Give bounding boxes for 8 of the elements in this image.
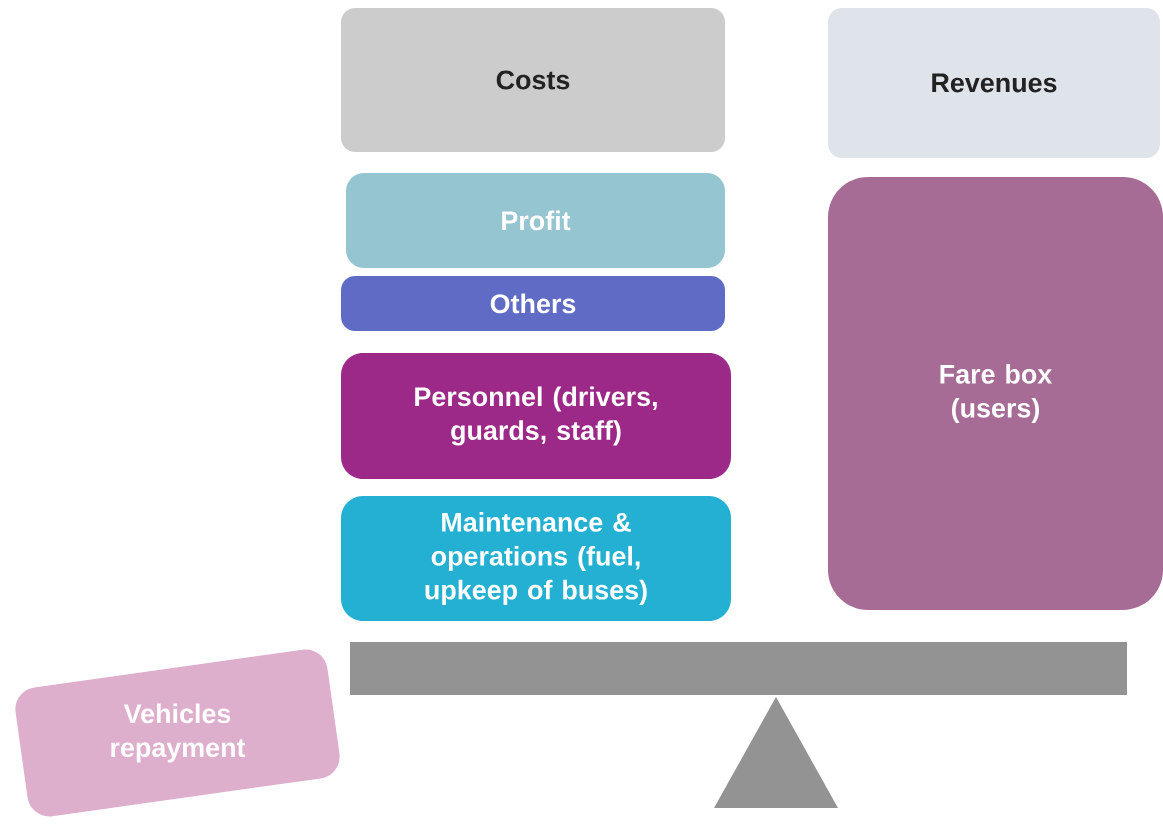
label-box: Others: [341, 276, 725, 331]
label-box: Revenues: [828, 8, 1160, 158]
label-box: Fare box (users): [828, 177, 1163, 610]
label-box: Personnel (drivers, guards, staff): [341, 353, 731, 479]
label-box: Costs: [341, 8, 725, 152]
label-box: Maintenance & operations (fuel, upkeep of buses): [341, 496, 731, 621]
label-box: Vehicles repayment: [15, 649, 340, 817]
label-box: Profit: [346, 173, 725, 268]
